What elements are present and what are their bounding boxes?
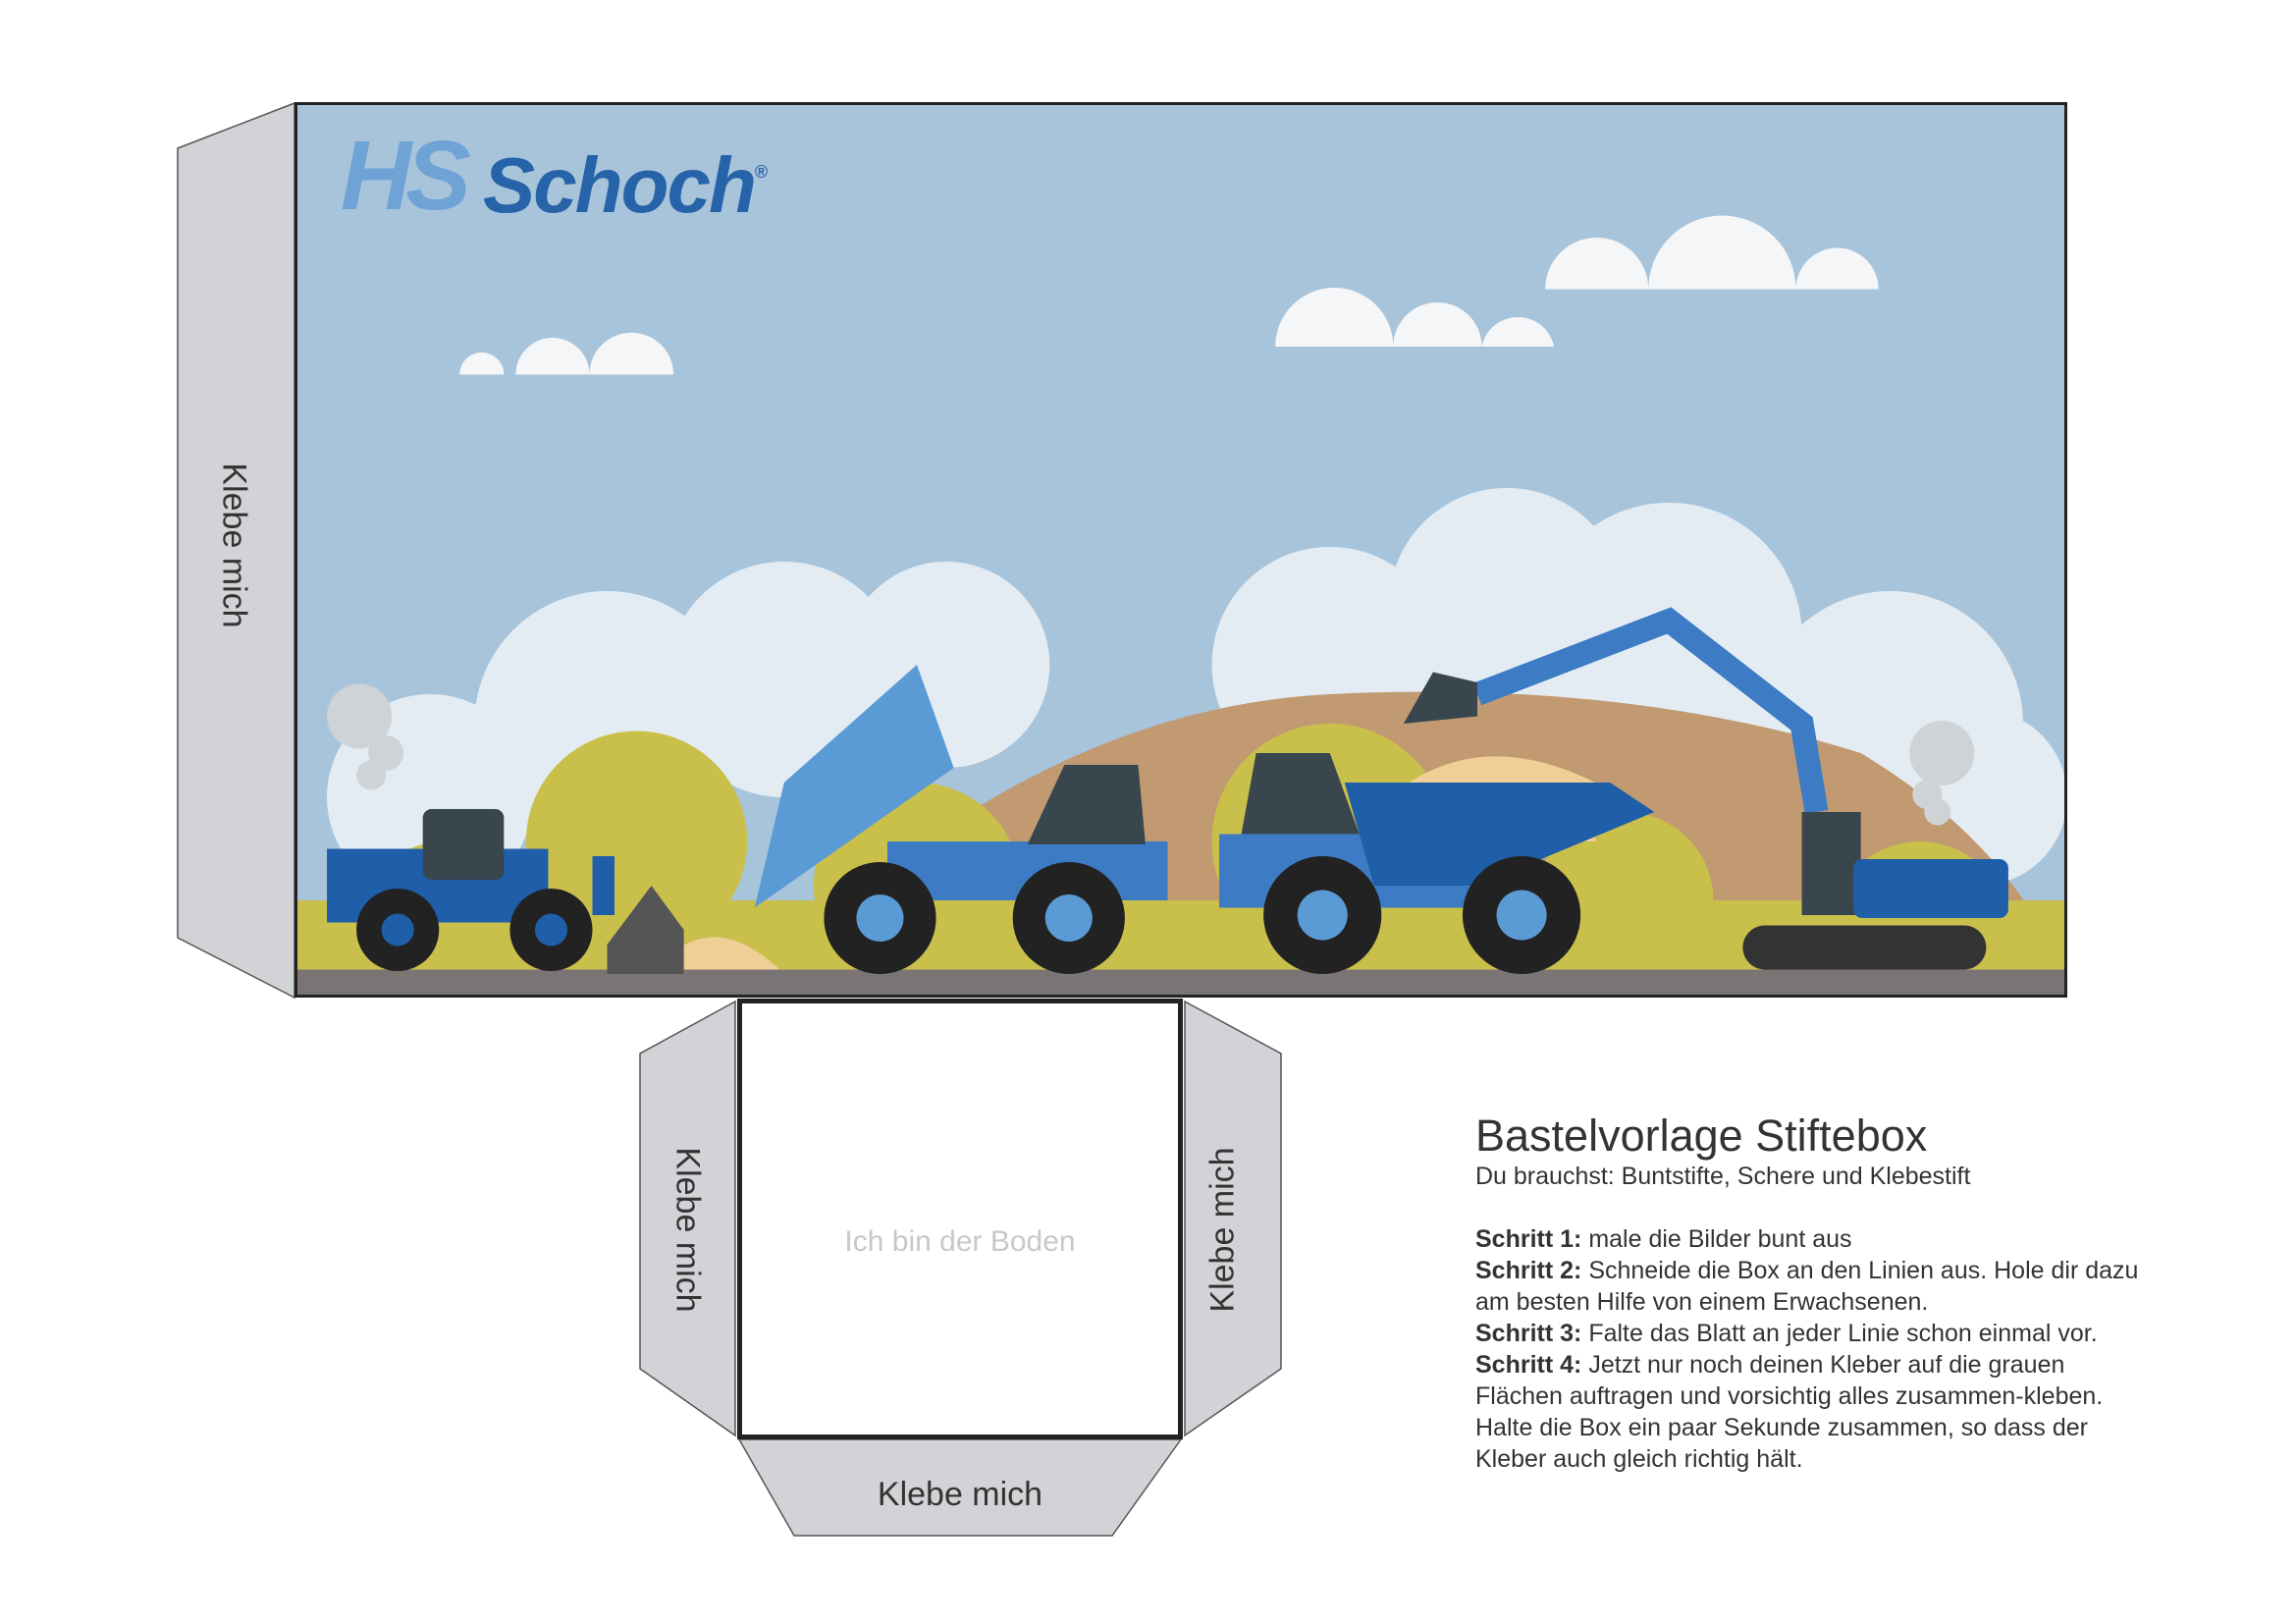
left-flap-label: Klebe mich bbox=[215, 462, 253, 628]
bottom-left-flap-label: Klebe mich bbox=[668, 1147, 707, 1313]
left-glue-flap bbox=[177, 101, 295, 1000]
sky-clouds bbox=[459, 215, 1879, 375]
front-panel-illustration: HS Schoch ® bbox=[294, 102, 2067, 998]
bottom-bottom-glue-flap bbox=[737, 1438, 1183, 1537]
bottom-flap-label: Klebe mich bbox=[877, 1476, 1043, 1513]
excavator bbox=[1403, 607, 2008, 970]
dump-truck bbox=[1219, 753, 1655, 974]
dump-truck-tipping bbox=[754, 665, 1168, 974]
ground-strip bbox=[297, 969, 2064, 995]
bottom-panel: Ich bin der Boden bbox=[737, 999, 1183, 1439]
hs-schoch-logo: HS Schoch ® bbox=[341, 127, 768, 225]
step-2: Schritt 2: Schneide die Box an den Linie… bbox=[1475, 1256, 2139, 1316]
step-1: Schritt 1: male die Bilder bunt aus bbox=[1475, 1224, 1852, 1253]
instructions: Bastelvorlage Stiftebox Du brauchst: Bun… bbox=[1475, 1111, 2143, 1475]
instructions-subtitle: Du brauchst: Buntstifte, Schere und Kleb… bbox=[1475, 1162, 1971, 1190]
step-4: Schritt 4: Jetzt nur noch deinen Kleber … bbox=[1475, 1350, 2104, 1473]
bottom-left-glue-flap bbox=[639, 1000, 736, 1437]
wheel-loader bbox=[327, 809, 684, 974]
instructions-title: Bastelvorlage Stiftebox bbox=[1475, 1110, 1928, 1161]
logo-name: Schoch bbox=[482, 141, 757, 229]
step-3: Schritt 3: Falte das Blatt an jeder Lini… bbox=[1475, 1319, 2098, 1347]
construction-scene bbox=[297, 215, 2064, 995]
registered-mark: ® bbox=[754, 162, 769, 182]
bottom-right-flap-label: Klebe mich bbox=[1203, 1147, 1242, 1313]
bottom-right-glue-flap bbox=[1184, 1000, 1282, 1437]
bottom-panel-label: Ich bin der Boden bbox=[844, 1225, 1076, 1258]
logo-mark: HS bbox=[341, 121, 471, 231]
